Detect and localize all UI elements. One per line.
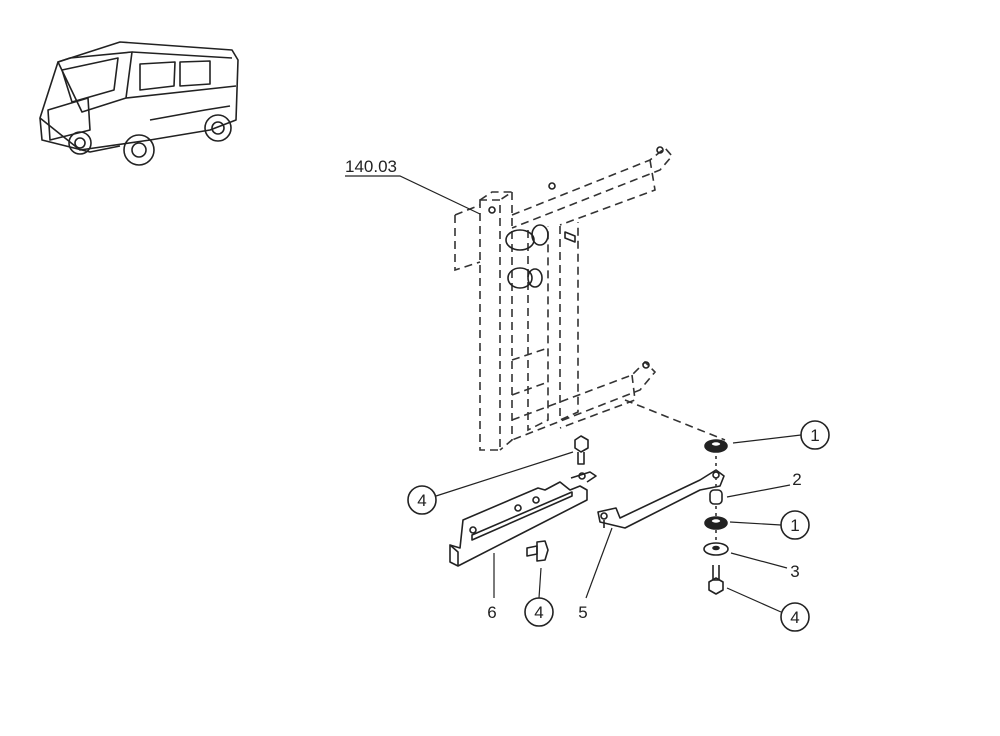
callout-4-right: 4	[790, 608, 799, 627]
bolt-side	[526, 540, 549, 562]
callout-1-top: 1	[810, 426, 819, 445]
callout-4-bottom: 4	[534, 603, 543, 622]
grommet-top	[704, 439, 728, 453]
callout-circle	[780, 510, 810, 540]
reference-label-140-03: 140.03	[345, 157, 397, 176]
callout-circle	[780, 602, 810, 632]
callout-6: 6	[487, 603, 496, 622]
frame-assembly-reference	[454, 146, 726, 451]
bolt-bottom	[708, 565, 724, 595]
bolt-top	[574, 435, 589, 465]
bracket-part-6	[449, 471, 597, 567]
callout-circle	[800, 420, 830, 450]
washer	[703, 542, 729, 556]
callout-5: 5	[578, 603, 587, 622]
callout-3: 3	[790, 562, 799, 581]
grommet-bottom	[704, 516, 728, 530]
callout-2: 2	[792, 470, 801, 489]
leader-lines	[345, 175, 802, 613]
callout-4-left: 4	[417, 491, 426, 510]
bushing	[709, 489, 723, 505]
link-rod-part-5	[597, 469, 725, 529]
vehicle-thumbnail	[39, 41, 239, 166]
callout-1-bottom: 1	[790, 516, 799, 535]
callout-circle	[524, 597, 554, 627]
callout-circle	[407, 485, 437, 515]
